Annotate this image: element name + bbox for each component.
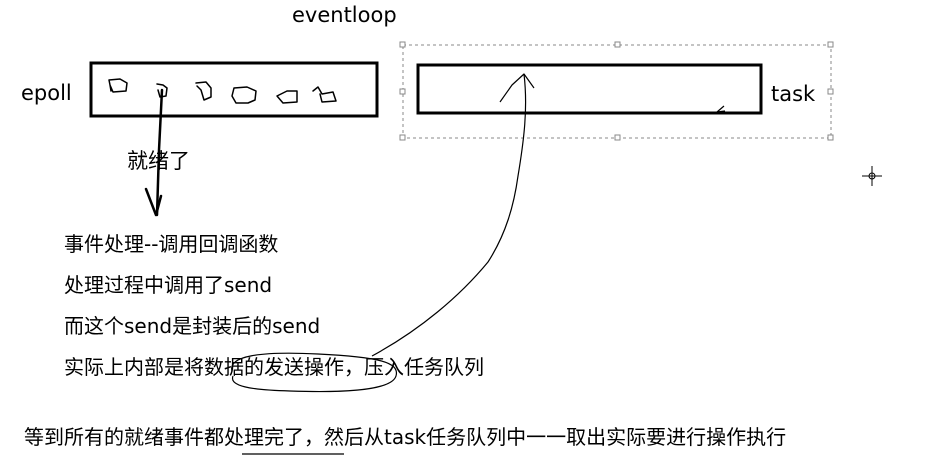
frame-handle [399,88,406,95]
event-shape [156,83,168,98]
note-line: 而这个send是封装后的send [64,314,321,338]
curved-arrow-line [371,73,527,357]
tick-mark [716,105,726,113]
task-box [416,63,763,115]
frame-handle [827,88,834,95]
epoll-box [89,61,379,118]
curved-arrow-head [499,73,535,103]
eventloop-label: eventloop [292,3,397,27]
eventloop-frame [402,44,832,139]
event-shape [276,90,298,104]
frame-handle [399,134,406,141]
event-shapes [108,78,337,104]
frame-handle [827,41,834,48]
frame-handle [614,41,621,48]
event-shape [108,78,128,93]
note-line: 处理过程中调用了send [64,273,273,297]
task-label: task [771,82,816,106]
frame-handle [614,134,621,141]
note-line: 实际上内部是将数据的发送操作，压入任务队列 [64,355,484,379]
ready-arrow-line [155,88,164,217]
frame-handle [399,41,406,48]
frame-handles [399,41,834,141]
ready-arrow-head [144,187,163,217]
event-shape [231,86,257,104]
event-shape [195,81,212,101]
note-line: 事件处理--调用回调函数 [64,232,279,256]
frame-handle [827,134,834,141]
crosshair-cursor-icon [862,166,882,186]
event-shape [312,86,337,103]
highlight-loop [231,352,398,393]
bottom-summary-text: 等到所有的就绪事件都处理完了，然后从task任务队列中一一取出实际要进行操作执行 [24,425,787,449]
epoll-label: epoll [21,81,72,105]
